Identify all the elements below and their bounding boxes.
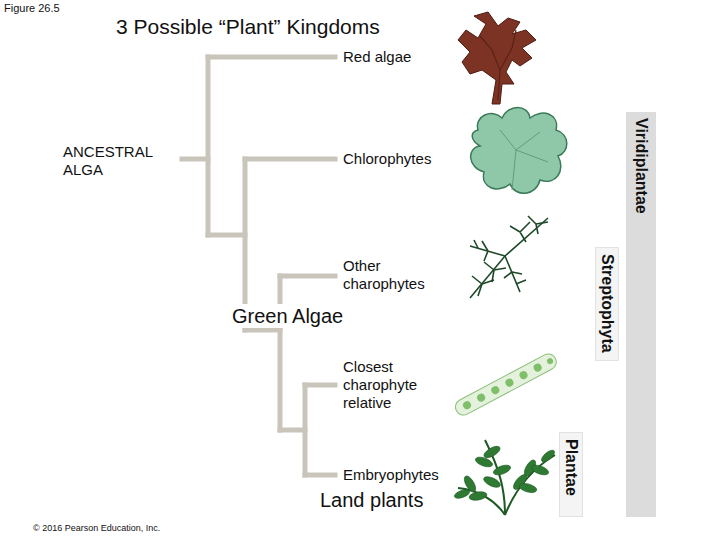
- fern-drawing: [453, 440, 556, 515]
- filament-cell-wall: [453, 351, 559, 418]
- tree-branch: [182, 157, 208, 162]
- chlorophyte-fold: [500, 130, 548, 190]
- fern-pinna: [518, 482, 537, 494]
- root-label: ANCESTRAL ALGA: [63, 143, 175, 179]
- fern-pinna: [482, 475, 502, 490]
- fern-pinna: [540, 448, 557, 464]
- chloroplast: [504, 377, 515, 388]
- tree-branch: [245, 157, 335, 162]
- chloroplast: [490, 385, 501, 396]
- taxon-band: Streptophyta: [595, 247, 619, 361]
- taxon-label: Red algae: [343, 48, 453, 66]
- tree-branches: [182, 57, 335, 475]
- fern-pinna: [474, 455, 494, 469]
- chloroplast: [546, 357, 554, 365]
- copyright-note: © 2016 Pearson Education, Inc.: [33, 523, 233, 534]
- chloroplast: [462, 400, 473, 411]
- fern-pinna: [492, 463, 512, 477]
- charophyte-drawing: [470, 216, 548, 298]
- tree-branch: [303, 385, 308, 475]
- tree-branch: [305, 383, 335, 388]
- taxon-band: Viridiplantae: [626, 112, 656, 517]
- fern-pinna: [453, 488, 470, 500]
- taxon-label: Embryophytes: [343, 466, 463, 484]
- charophyte-whorl: [472, 216, 548, 296]
- tree-branch: [280, 428, 305, 433]
- fern-pinna: [468, 490, 487, 501]
- chlorophyte-drawing: [471, 108, 567, 194]
- band-label: Streptophyta: [598, 248, 616, 353]
- chloroplasts: [462, 356, 555, 410]
- tree-branch: [208, 55, 335, 60]
- red-alga-thallus: [458, 12, 536, 104]
- chloroplast: [532, 362, 543, 373]
- tree-branch: [208, 233, 245, 238]
- band-label: Plantae: [562, 433, 580, 496]
- taxon-label: Other charophytes: [343, 257, 448, 293]
- taxon-label: Chlorophytes: [343, 150, 463, 168]
- chlorophyte-blade: [471, 108, 567, 194]
- figure-title: 3 Possible “Plant” Kingdoms: [116, 14, 380, 39]
- fern-pinna: [482, 444, 502, 460]
- taxon-label: Closest charophyte relative: [343, 358, 443, 412]
- red-alga-vein: [480, 30, 516, 100]
- group-label: Green Algae: [232, 304, 372, 328]
- taxon-band: Plantae: [559, 432, 583, 517]
- chloroplast: [476, 392, 487, 403]
- tree-branch: [280, 274, 335, 279]
- tree-branch: [206, 57, 211, 235]
- chloroplast: [518, 370, 529, 381]
- fern-pinna: [530, 463, 550, 477]
- filament-drawing: [453, 351, 559, 418]
- fern-rachis: [505, 455, 555, 515]
- fern-pinnae: [453, 444, 556, 501]
- group-label: Land plants: [320, 488, 460, 512]
- tree-branch: [245, 328, 280, 333]
- tree-branch: [305, 473, 335, 478]
- charophyte-stem: [470, 246, 520, 292]
- figure-number: Figure 26.5: [4, 2, 124, 15]
- tree-branch: [278, 276, 283, 430]
- red-alga-drawing: [458, 12, 536, 104]
- band-label: Viridiplantae: [632, 112, 650, 214]
